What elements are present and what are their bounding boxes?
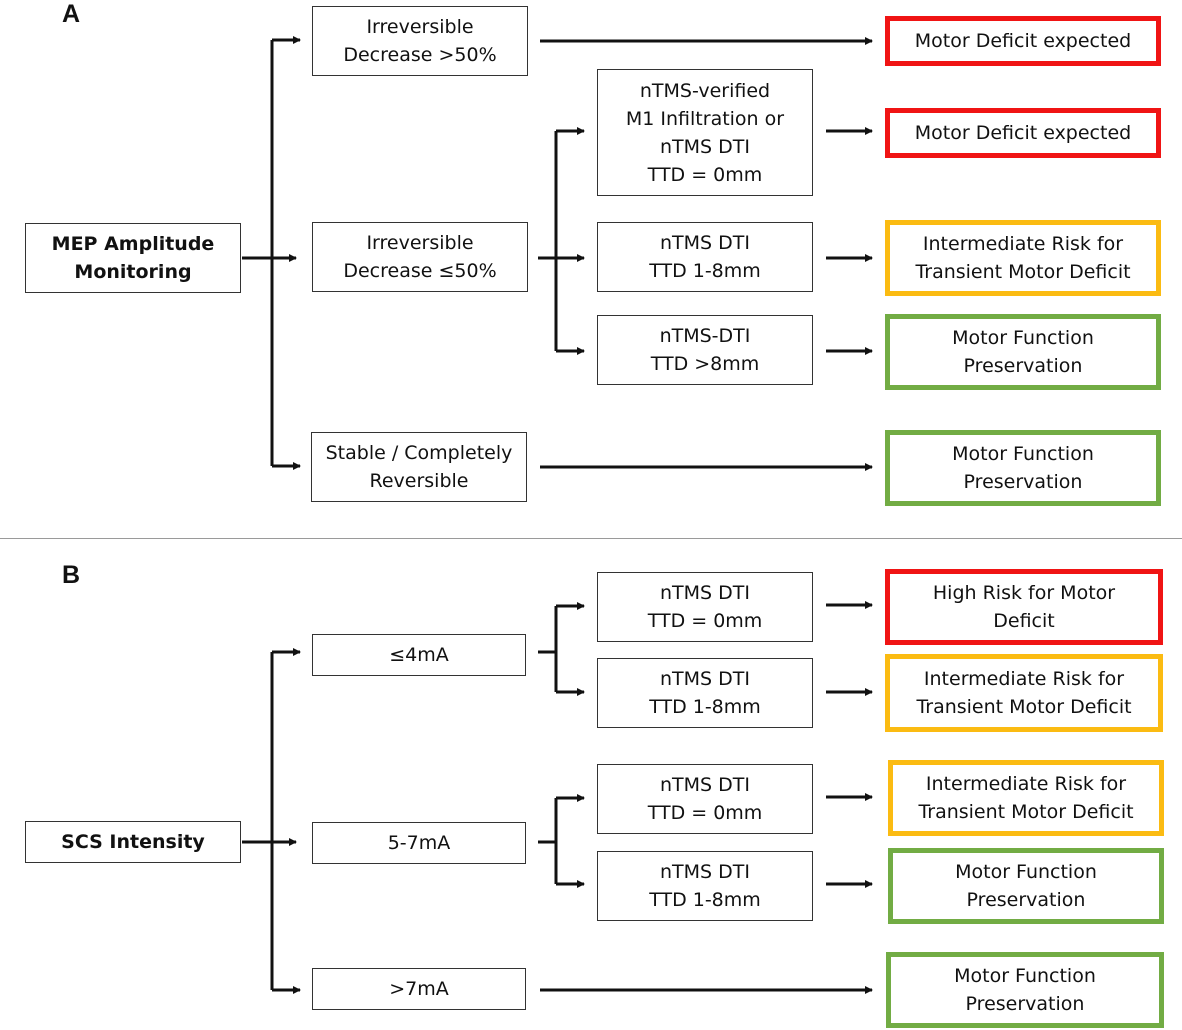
panel-divider bbox=[0, 538, 1182, 539]
le4-ttd1-8-box: nTMS DTI TTD 1-8mm bbox=[597, 658, 813, 728]
panel-a-label: A bbox=[62, 0, 81, 28]
57-ttd1-8-box: nTMS DTI TTD 1-8mm bbox=[597, 851, 813, 921]
decrease-le50-box: Irreversible Decrease ≤50% bbox=[312, 222, 528, 292]
scs-intensity-box: SCS Intensity bbox=[25, 821, 241, 863]
outcome-motor-deficit-expected-2: Motor Deficit expected bbox=[885, 108, 1161, 158]
ttd-gt8-box: nTMS-DTI TTD >8mm bbox=[597, 315, 813, 385]
m1-infiltration-box: nTMS-verified M1 Infiltration or nTMS DT… bbox=[597, 69, 813, 196]
57-ttd0-box: nTMS DTI TTD = 0mm bbox=[597, 764, 813, 834]
outcome-high-risk: High Risk for Motor Deficit bbox=[885, 569, 1163, 645]
outcome-preservation-a1: Motor Function Preservation bbox=[885, 314, 1161, 390]
5-7ma-box: 5-7mA bbox=[312, 822, 526, 864]
outcome-intermediate-risk-b1: Intermediate Risk for Transient Motor De… bbox=[885, 654, 1163, 732]
le4ma-box: ≤4mA bbox=[312, 634, 526, 676]
stable-reversible-box: Stable / Completely Reversible bbox=[311, 432, 527, 502]
outcome-preservation-b1: Motor Function Preservation bbox=[888, 848, 1164, 924]
mep-amplitude-monitoring-box: MEP Amplitude Monitoring bbox=[25, 223, 241, 293]
outcome-intermediate-risk-a: Intermediate Risk for Transient Motor De… bbox=[885, 220, 1161, 296]
gt7ma-box: >7mA bbox=[312, 968, 526, 1010]
outcome-preservation-a2: Motor Function Preservation bbox=[885, 430, 1161, 506]
outcome-intermediate-risk-b2: Intermediate Risk for Transient Motor De… bbox=[888, 760, 1164, 836]
panel-b-label: B bbox=[62, 561, 81, 589]
le4-ttd0-box: nTMS DTI TTD = 0mm bbox=[597, 572, 813, 642]
decrease-gt50-box: Irreversible Decrease >50% bbox=[312, 6, 528, 76]
outcome-motor-deficit-expected-1: Motor Deficit expected bbox=[885, 16, 1161, 66]
ttd-1-8-box: nTMS DTI TTD 1-8mm bbox=[597, 222, 813, 292]
outcome-preservation-b2: Motor Function Preservation bbox=[886, 952, 1164, 1028]
